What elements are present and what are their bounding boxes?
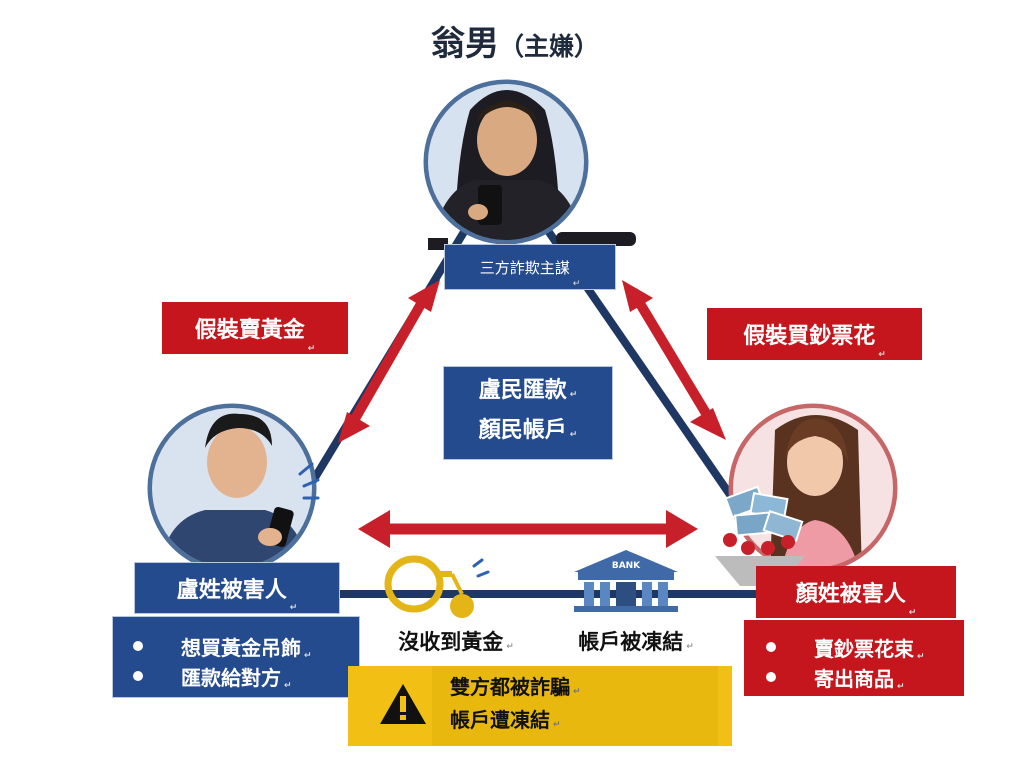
warning-line-2: 帳戶遭凍結: [450, 708, 550, 732]
return-mark: ↵: [897, 682, 905, 692]
male-victim-avatar: [147, 403, 317, 573]
victim-right-bullets: 賣鈔票花束↵ 寄出商品↵: [766, 632, 964, 692]
return-mark: ↵: [304, 651, 312, 661]
double-arrow-right: [622, 280, 726, 440]
double-arrow-bottom: [358, 510, 698, 548]
suspect-title: 翁男（主嫌）: [400, 16, 630, 65]
edge-right-label: 假裝買鈔票花: [743, 324, 876, 349]
bullet-dot: [133, 671, 143, 681]
return-mark: ↵: [569, 430, 578, 440]
victim-right-bullet: 賣鈔票花束↵: [766, 632, 964, 662]
victim-right-name: 顏姓被害人: [795, 582, 906, 607]
bank-label: 帳戶被凍結: [578, 630, 684, 654]
gold-label: 沒收到黃金: [398, 630, 504, 654]
center-line-1: 盧民匯款: [478, 378, 567, 403]
suspect-avatar: [423, 79, 589, 245]
edge-left-label-box: 假裝賣黃金↵: [162, 302, 348, 354]
bullet-dot: [766, 642, 776, 652]
bullet-dot: [766, 672, 776, 682]
victim-right-name-box: 顏姓被害人↵: [756, 566, 956, 618]
return-mark: ↵: [878, 350, 886, 360]
suspect-shoulder-left: [428, 238, 448, 250]
victim-right-bullet: 寄出商品↵: [766, 662, 964, 692]
return-mark: ↵: [307, 344, 316, 354]
warning-box: 雙方都被詐騙↵ 帳戶遭凍結↵: [348, 666, 732, 746]
victim-left-bullet: 匯款給對方↵: [133, 661, 359, 691]
return-mark: ↵: [686, 642, 694, 652]
suspect-shoulder-right: [556, 232, 636, 246]
mastermind-label: 三方詐欺主謀: [479, 258, 570, 277]
warning-line-1: 雙方都被詐騙: [450, 675, 570, 699]
shock-lines-icon: [298, 462, 320, 500]
return-mark: ↵: [506, 642, 514, 652]
victim-left-name: 盧姓被害人: [176, 578, 287, 603]
bullet-dot: [133, 641, 143, 651]
return-mark: ↵: [572, 279, 581, 289]
warning-text-panel: 雙方都被詐騙↵ 帳戶遭凍結↵: [432, 666, 718, 746]
victim-left-details: 想買黃金吊飾↵ 匯款給對方↵: [112, 616, 360, 698]
bullet-text: 匯款給對方: [181, 665, 281, 690]
return-mark: ↵: [289, 603, 298, 613]
gold-label-wrap: 沒收到黃金↵: [386, 626, 526, 656]
victim-left-bullet: 想買黃金吊飾↵: [133, 631, 359, 661]
return-mark: ↵: [573, 687, 581, 697]
center-line-2: 顏民帳戶: [478, 418, 567, 443]
double-arrow-left: [338, 280, 440, 443]
victim-left-name-box: 盧姓被害人↵: [134, 562, 340, 614]
suspect-name: 翁男: [430, 24, 499, 64]
edge-left-label: 假裝賣黃金: [194, 318, 305, 343]
return-mark: ↵: [917, 652, 925, 662]
victim-right-details: 賣鈔票花束↵ 寄出商品↵: [744, 620, 964, 696]
bullet-text: 寄出商品: [814, 666, 894, 691]
return-mark: ↵: [284, 681, 292, 691]
gold-necklace-icon: [384, 555, 490, 618]
return-mark: ↵: [553, 720, 561, 730]
bank-sign-text: BANK: [612, 561, 641, 571]
edge-right-label-box: 假裝買鈔票花↵: [707, 308, 922, 360]
victim-left-bullets: 想買黃金吊飾↵ 匯款給對方↵: [133, 631, 359, 691]
mastermind-label-box: 三方詐欺主謀↵: [444, 244, 616, 290]
warning-icon: [380, 684, 426, 724]
bullet-text: 想買黃金吊飾: [181, 635, 301, 660]
bank-label-wrap: 帳戶被凍結↵: [566, 626, 706, 656]
bank-icon: BANK: [574, 550, 678, 612]
money-bouquet-icon: [715, 485, 805, 586]
bullet-text: 賣鈔票花束: [814, 636, 914, 661]
center-transfer-box: 盧民匯款↵ 顏民帳戶↵: [443, 366, 613, 460]
return-mark: ↵: [908, 608, 917, 618]
return-mark: ↵: [569, 390, 578, 400]
suspect-role: （主嫌）: [498, 32, 599, 61]
